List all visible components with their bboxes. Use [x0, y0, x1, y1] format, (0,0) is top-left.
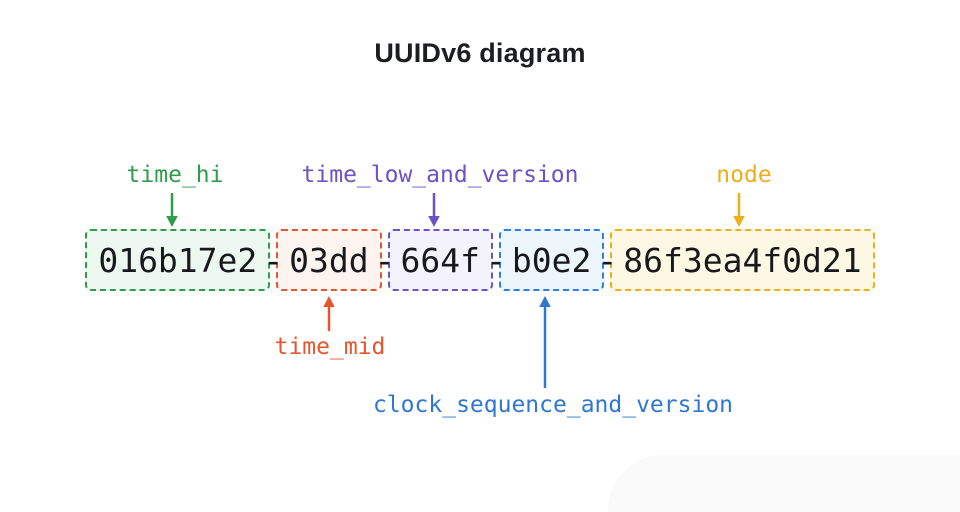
hyphen-separator: - [597, 240, 618, 280]
hyphen-separator: - [374, 240, 395, 280]
hyphen-separator: - [263, 240, 284, 280]
label-time-low-and-version: time_low_and_version [301, 162, 579, 188]
uuid-segment-time-mid: 03dd [276, 229, 382, 291]
uuid-segment-clock-sequence-and-version: b0e2 [498, 229, 605, 291]
clock-sequence-and-version-up-arrow-icon [539, 296, 551, 388]
uuid-segment-time-hi: 016b17e2 [85, 229, 271, 291]
uuid-value-row: 016b17e2 - 03dd - 664f - b0e2 - 86f3ea4f… [0, 229, 960, 291]
uuid-segment-node: 86f3ea4f0d21 [610, 229, 875, 291]
label-node: node [716, 162, 772, 188]
page-title: UUIDv6 diagram [374, 38, 586, 68]
node-down-arrow-icon [733, 193, 745, 227]
time-low-and-version-down-arrow-icon [428, 193, 440, 227]
time-hi-down-arrow-icon [166, 193, 178, 227]
label-time-hi: time_hi [126, 162, 224, 188]
hyphen-separator: - [486, 240, 506, 280]
label-time-mid: time_mid [274, 334, 386, 360]
label-clock-sequence-and-version: clock_sequence_and_version [372, 392, 734, 418]
time-mid-up-arrow-icon [323, 296, 335, 331]
corner-shade [608, 455, 960, 512]
uuid-segment-time-low-and-version: 664f [387, 229, 493, 291]
